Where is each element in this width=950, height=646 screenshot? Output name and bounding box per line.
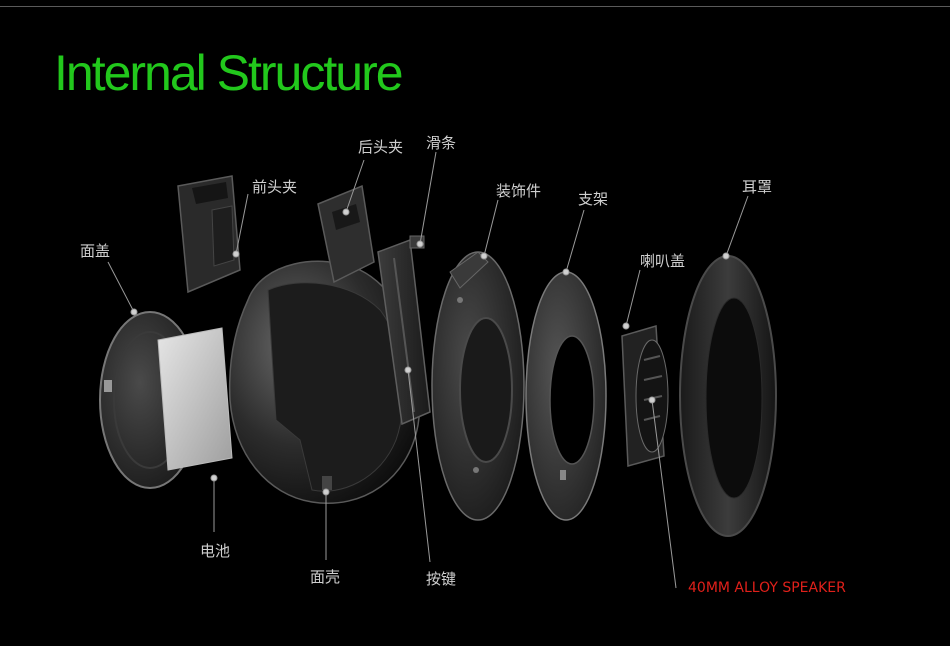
label-rear-clip: 后头夹 (358, 138, 404, 156)
label-slider: 滑条 (426, 134, 457, 152)
trim-part (431, 251, 525, 521)
label-front-clip: 前头夹 (252, 178, 298, 196)
label-bracket: 支架 (578, 190, 609, 208)
battery-part (157, 327, 233, 471)
label-battery: 电池 (200, 542, 231, 560)
top-divider (0, 6, 950, 7)
bracket-part (525, 271, 607, 521)
label-speaker: 40MM ALLOY SPEAKER (688, 580, 846, 596)
label-ear-cushion: 耳罩 (742, 178, 773, 196)
rear-clip-part (317, 184, 375, 284)
label-face-cover: 面盖 (80, 242, 111, 260)
shell-part (228, 260, 422, 504)
label-trim: 装饰件 (496, 182, 542, 200)
label-shell: 面壳 (310, 568, 341, 586)
label-button: 按键 (426, 570, 457, 588)
label-speaker-cover: 喇叭盖 (640, 252, 686, 270)
diagram-title: Internal Structure (54, 45, 404, 101)
front-clip-part (177, 175, 241, 294)
speaker-cover-part (621, 325, 669, 467)
leader-lines (107, 151, 749, 589)
ear-cushion-part (679, 255, 777, 537)
